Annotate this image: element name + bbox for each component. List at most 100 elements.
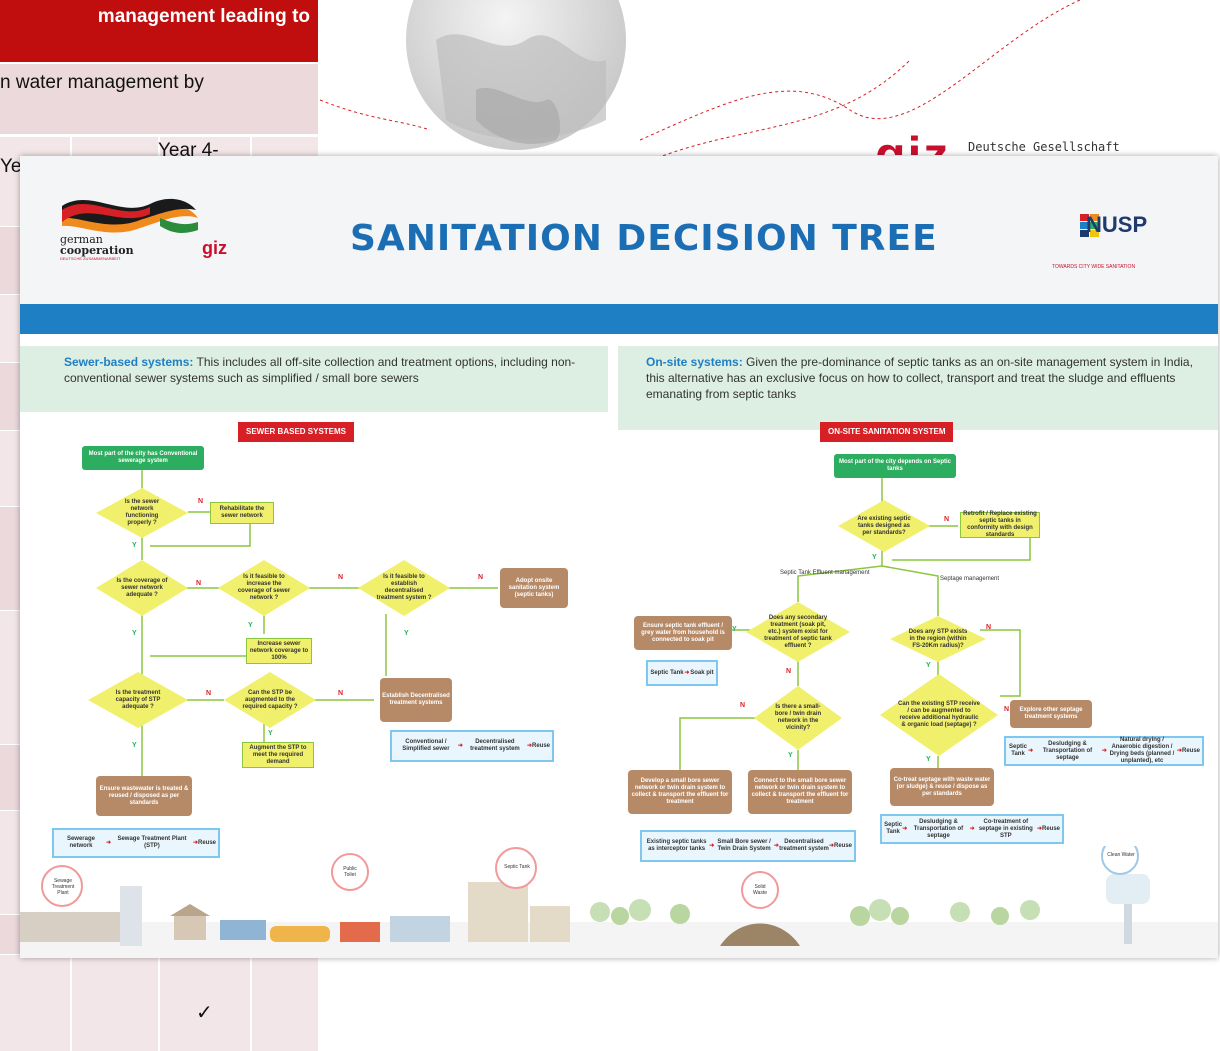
decision-text: Is the treatment capacity of STP adequat… [115,689,161,710]
poster-title: SANITATION DECISION TREE [350,218,938,259]
ensure-soak-pit-node: Ensure septic tank effluent / grey water… [634,616,732,650]
chain-step: Reuse [197,839,216,846]
decision-text: Is it feasible to increase the coverage … [237,574,291,601]
yes-label: Y [872,554,877,561]
chain-step: Decentralised treatment system [779,839,829,852]
sewer-intro-text: This includes all off-site collection an… [64,355,576,385]
chain-step: Sewage Treatment Plant (STP) [117,836,187,849]
onsite-decision-secondary: Does any secondary treatment (soak pit, … [746,602,850,662]
sewer-section-label: SEWER BASED SYSTEMS [238,422,355,442]
develop-small-bore-node: Develop a small bore sewer network or tw… [628,770,732,814]
rehabilitate-node: Rehabilitate the sewer network [210,502,274,524]
decision-text: Is it feasible to establish decentralise… [376,574,432,601]
chain-step: Desludging & Transportation of septage [913,818,964,839]
sewer-decision-coverage: Is the coverage of sewer network adequat… [96,560,188,616]
sewer-decision-functioning: Is the sewer network functioning properl… [96,488,188,538]
table-header-year: Year 4- [158,140,219,161]
clean-water-pin-label: Clean Water [1107,852,1135,858]
chain-step: Reuse [1041,825,1060,832]
flow-connectors [141,470,1031,776]
solid-waste-pin-label: Solid Waste [753,884,767,896]
retrofit-node: Retrofit / Replace existing septic tanks… [960,511,1040,538]
checkmark: ✓ [196,1000,213,1024]
sewer-start-node: Most part of the city has Conventional s… [82,446,204,470]
increase-coverage-node: Increase sewer network coverage to 100% [246,638,312,664]
german-cooperation-flag-icon [62,198,198,233]
no-label: N [338,690,344,697]
onsite-intro: On-site systems: Given the pre-dominance… [618,346,1218,430]
augment-stp-node: Augment the STP to meet the required dem… [242,742,314,768]
yes-label: Y [788,752,793,759]
establish-decentralised-node: Establish Decentralised treatment system… [380,678,452,722]
german-cooperation-wordmark: german cooperation [60,234,134,256]
yes-label: Y [132,542,137,549]
yes-label: Y [926,662,931,669]
no-label: N [740,702,746,709]
explore-chain: Septic Tank ➜ Desludging & Transportatio… [1004,736,1204,766]
stp-pin-label: Sewage Treatment Plant [51,878,75,896]
onsite-intro-title: On-site systems: [646,355,743,369]
nusp-flag-icon [1080,214,1099,237]
arrow-icon: ➜ [526,742,532,749]
septic-pin-label: Septic Tank [504,864,530,870]
nusp-logo: NUSP [1086,212,1148,237]
decision-text: Does any secondary treatment (soak pit, … [764,614,832,649]
giz-logo: giz [875,130,950,155]
soak-pit-chain: Septic Tank ➜ Soak pit [646,660,718,686]
german-word: german [60,233,103,246]
poster-header [20,156,1218,304]
onsite-decision-small-bore: Is there a small-bore / twin drain netwo… [754,686,842,750]
chain-step: Conventional / Simplified sewer [402,739,450,752]
document-heading: management leading to [0,0,318,62]
onsite-decision-stp-exists: Does any STP exists in the region (withi… [890,616,986,662]
footer-illustration [20,846,1218,958]
arrow-icon: ➜ [709,842,715,849]
chain-step: Reuse [1181,747,1200,754]
cotreat-node: Co-treat septage with waste water (or sl… [890,768,994,806]
chain-step: Septic Tank [650,669,684,676]
cooperation-word: cooperation [60,244,134,257]
chain-step: Reuse [531,742,550,749]
deutsche-zusammenarbeit: DEUTSCHE ZUSAMMENARBEIT [60,256,121,261]
onsite-decision-stp-receive: Can the existing STP receive / can be au… [880,674,998,756]
yes-label: Y [268,730,273,737]
chain-step: Soak pit [690,669,714,676]
decentralised-chain: Conventional / Simplified sewer ➜ Decent… [390,730,554,762]
chain-step: Existing septic tanks as interceptor tan… [646,839,707,852]
decision-text: Does any STP exists in the region (withi… [908,628,968,649]
decorative-curves [319,0,1081,171]
document-subheading: n water management by [0,64,318,134]
poster-blue-bar [20,304,1218,334]
onsite-section-label: ON-SITE SANITATION SYSTEM [820,422,954,442]
yes-label: Y [404,630,409,637]
no-label: N [944,516,950,523]
chain-step: Reuse [833,842,852,849]
no-label: N [1004,706,1010,713]
chain-step: Desludging & Transportation of septage [1042,740,1093,761]
chain-step: Sewerage network [66,836,95,849]
chain-step: Septic Tank [884,822,903,835]
sewer-decision-stp-capacity: Is the treatment capacity of STP adequat… [88,672,188,728]
chain-step: Small Bore sewer / Twin Drain System [717,839,771,852]
chain-step: Decentralised treatment system [470,739,520,752]
no-label: N [196,580,202,587]
decision-text: Is the coverage of sewer network adequat… [116,577,168,598]
sewer-decision-decentralised: Is it feasible to establish decentralise… [358,560,450,616]
nusp-tagline: TOWARDS CITY WIDE SANITATION [1052,264,1136,270]
chain-step: Septic Tank [1009,744,1028,757]
sewer-intro-title: Sewer-based systems: [64,355,194,369]
adopt-onsite-node: Adopt onsite sanitation system (septic t… [500,568,568,608]
no-label: N [786,668,792,675]
no-label: N [198,498,204,505]
giz-name: Deutsche Gesellschaft [968,140,1120,154]
no-label: N [986,624,992,631]
decision-text: Is the sewer network functioning properl… [124,499,160,526]
chain-step: Natural drying / Anaerobic digestion / D… [1109,737,1175,764]
toilet-pin-label: Public Toilet [343,866,357,878]
arrow-icon: ➜ [773,842,779,849]
arrow-icon: ➜ [1028,747,1034,754]
septage-management-label: Septage management [940,576,1000,582]
arrow-icon: ➜ [1036,825,1042,832]
arrow-icon: ➜ [1176,747,1182,754]
yes-label: Y [732,626,737,633]
